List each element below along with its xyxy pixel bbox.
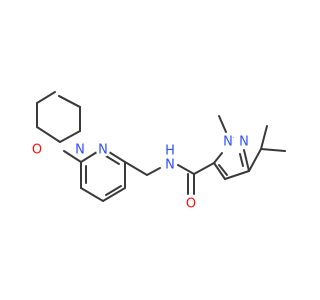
- bond: [218, 115, 227, 133]
- bond: [213, 152, 223, 164]
- atom-label-background: [237, 135, 251, 149]
- atom-label-background: [184, 197, 198, 211]
- bond: [224, 170, 250, 180]
- atom-label-background: [30, 143, 44, 157]
- bond: [146, 167, 161, 176]
- atom-oxygen-carbonyl: O: [186, 197, 196, 212]
- atom-nitrogen-morpholine: N: [75, 143, 85, 158]
- bond: [59, 130, 81, 143]
- bond: [177, 164, 195, 175]
- bond: [58, 95, 81, 108]
- atom-nitrogen-pyrazole-2: N: [239, 135, 249, 150]
- atom-label-background: [163, 144, 177, 158]
- bond: [218, 164, 228, 176]
- bond: [36, 91, 56, 104]
- molecule-structure: O N N N H O N N: [30, 91, 286, 212]
- atom-label-background: [221, 135, 235, 149]
- atom-label-background: [73, 143, 87, 157]
- bond: [63, 150, 82, 163]
- atom-nitrogen-pyridine: N: [98, 143, 108, 158]
- bond: [124, 161, 148, 176]
- bond: [213, 162, 226, 180]
- atom-labels: O N N N H O N N: [30, 135, 251, 212]
- bond: [105, 185, 122, 196]
- bond: [36, 126, 61, 143]
- bond: [108, 151, 126, 163]
- bond: [260, 125, 268, 150]
- atom-nitrogen-amide: N: [165, 158, 175, 173]
- atom-label-background: [96, 143, 110, 157]
- bond-lines: [36, 91, 286, 202]
- bond: [239, 153, 244, 167]
- bond: [80, 151, 98, 163]
- atom-oxygen-morpholine: O: [32, 143, 42, 158]
- bond: [80, 187, 104, 202]
- bond: [105, 155, 120, 165]
- bond: [193, 162, 215, 175]
- bond: [102, 187, 126, 202]
- atom-hydrogen-amide: H: [165, 144, 175, 159]
- bond: [260, 148, 286, 152]
- atom-nitrogen-pyrazole-1: N: [223, 135, 233, 150]
- bond: [248, 148, 262, 172]
- atom-label-background: [163, 158, 177, 172]
- bond: [243, 149, 250, 172]
